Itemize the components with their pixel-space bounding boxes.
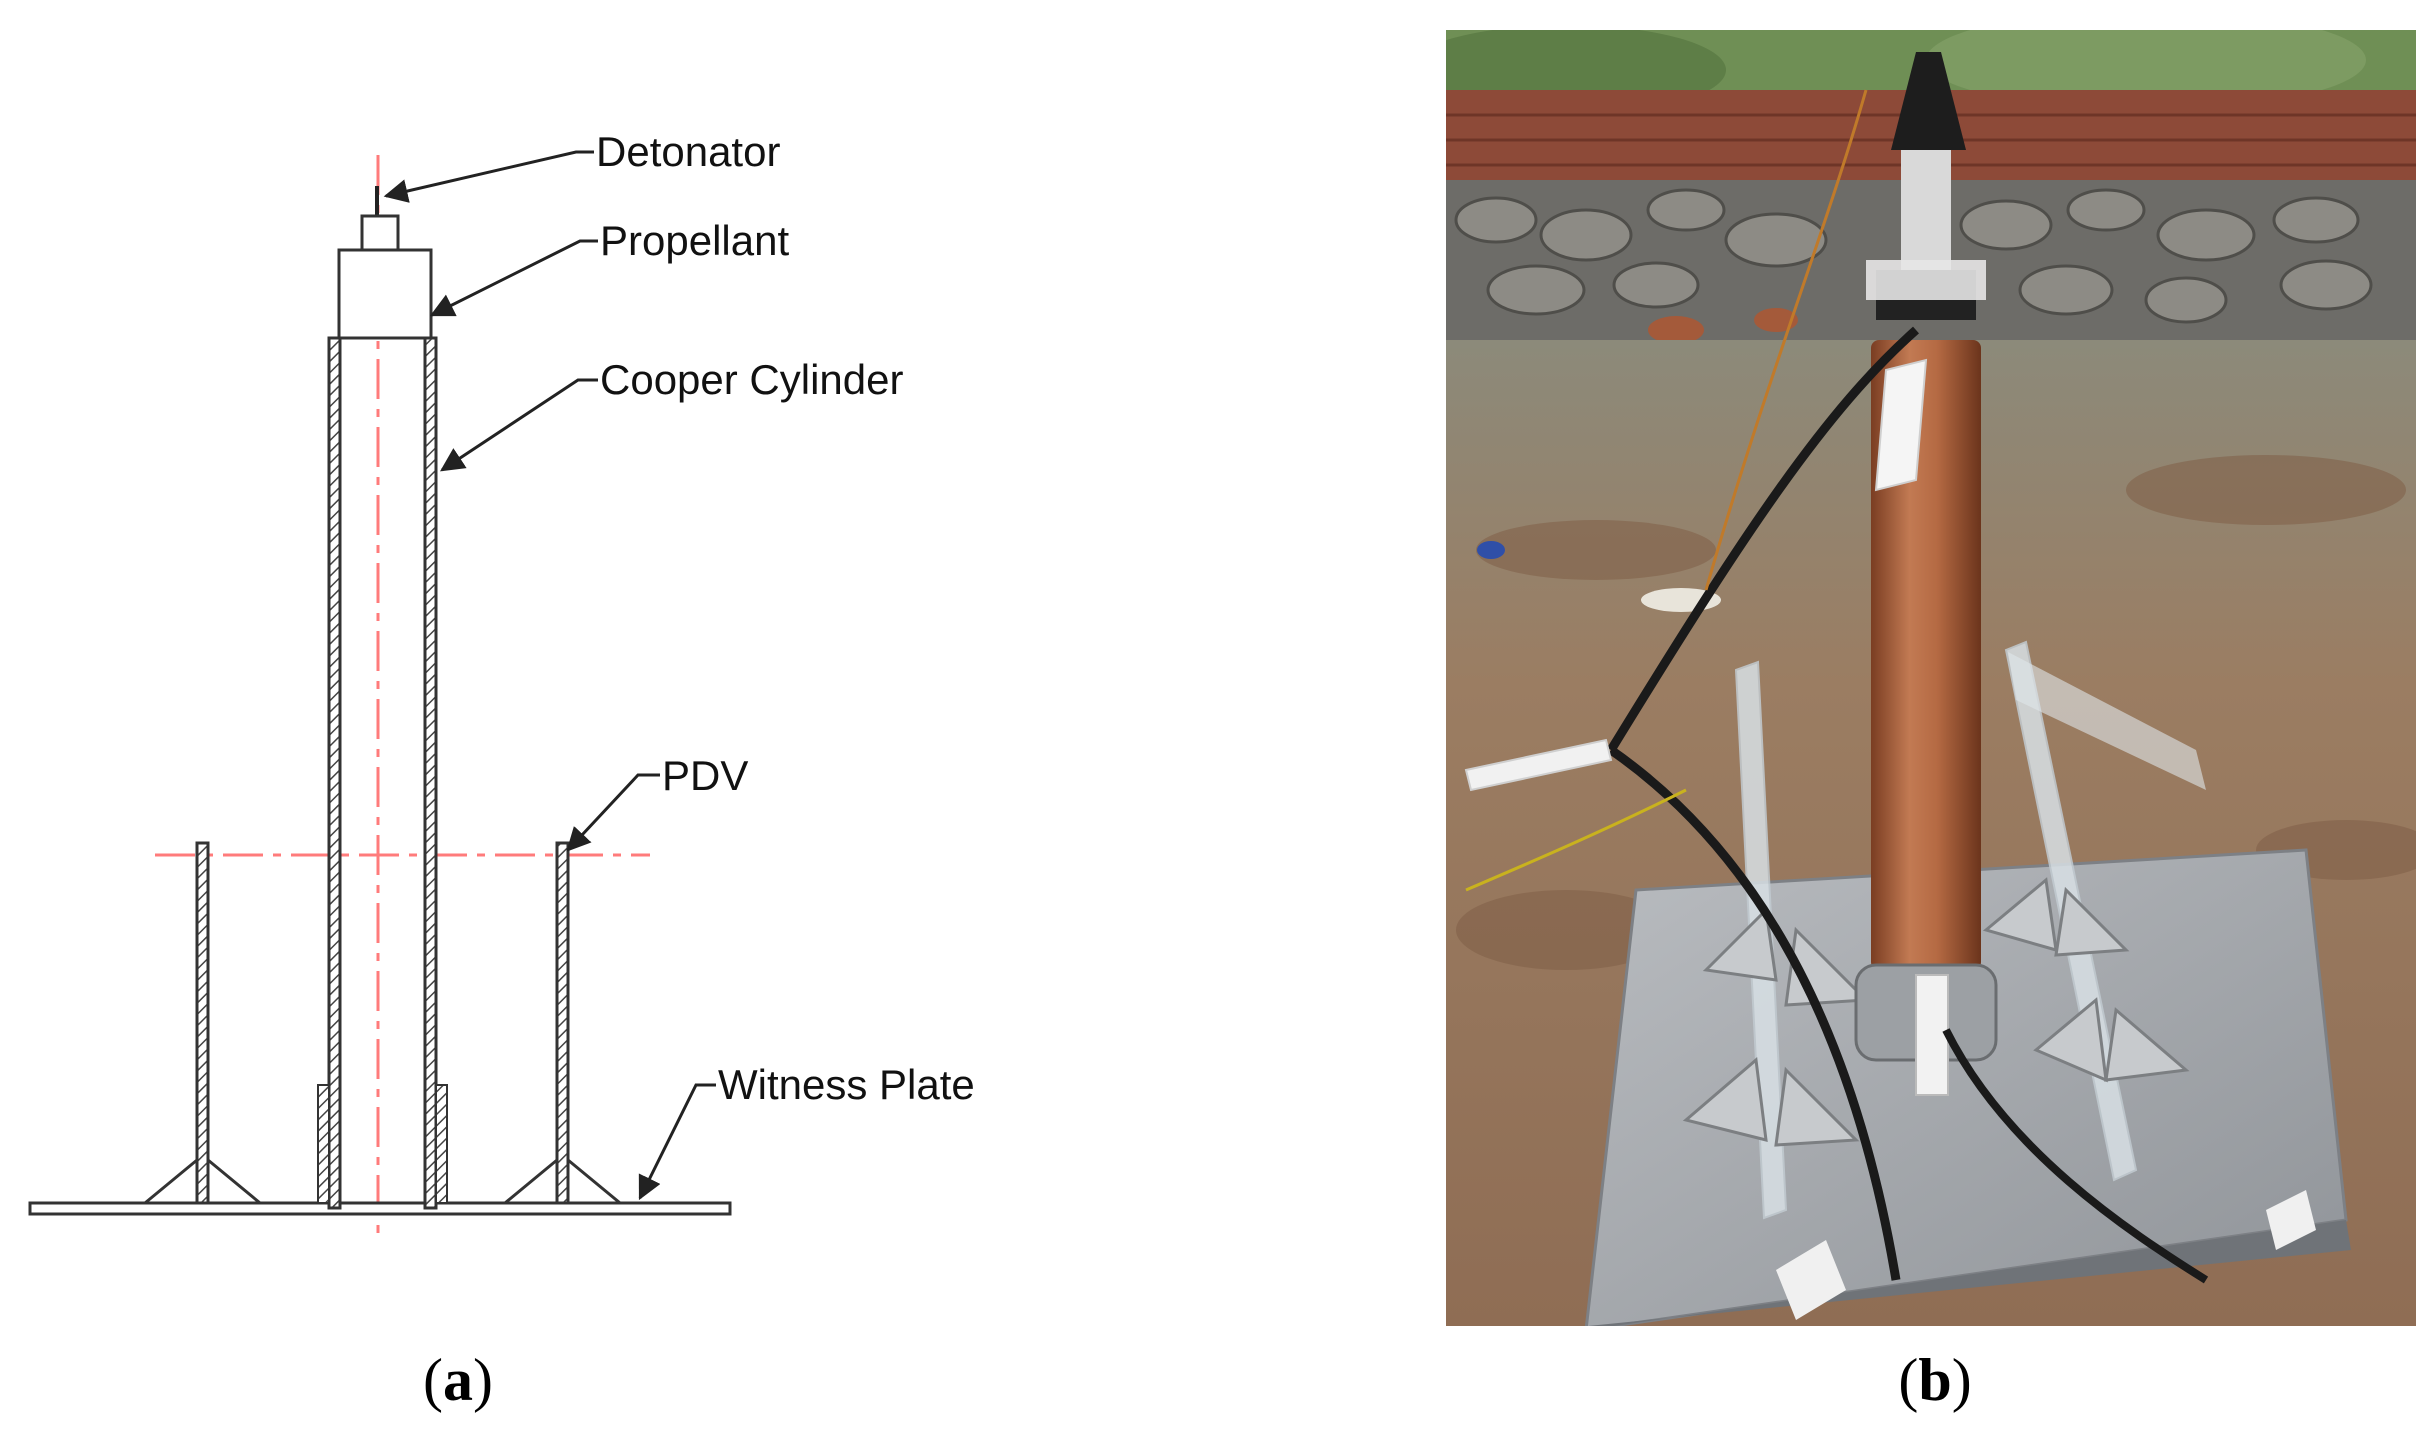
witness-plate-shape [28, 1201, 732, 1216]
pdv-probe-right [555, 841, 570, 1205]
witness-plate-leader [638, 1083, 716, 1201]
panel-label-b: (b) [1898, 1347, 1971, 1413]
propellant-leader [429, 239, 598, 317]
pdv-label: PDV [662, 752, 748, 799]
pdv-probe-left [195, 841, 210, 1205]
witness-plate-label: Witness Plate [718, 1061, 975, 1108]
cylinder-left-wall [327, 336, 342, 1210]
detonator-label: Detonator [596, 128, 780, 175]
cylinder-right-wall [423, 336, 438, 1210]
cylinder-collar-left [317, 1084, 330, 1204]
panel-label-a: (a) [423, 1347, 493, 1413]
detonator-cap-shape [360, 214, 400, 252]
cylinder-label: Cooper Cylinder [600, 356, 903, 403]
experiment-photo [1446, 30, 2416, 1326]
detonator-leader [383, 150, 594, 203]
schematic-drawing: Detonator Propellant Cooper Cylinder PDV… [28, 128, 975, 1240]
pdv-bracket-right [500, 1156, 559, 1205]
propellant-label: Propellant [600, 217, 789, 264]
cylinder-collar-right [435, 1084, 448, 1204]
cylinder-leader [439, 378, 598, 472]
pdv-bracket-left [140, 1156, 199, 1205]
propellant-shape [337, 248, 433, 340]
copper-cylinder-photo [1871, 340, 1981, 970]
pdv-leader [566, 773, 660, 852]
